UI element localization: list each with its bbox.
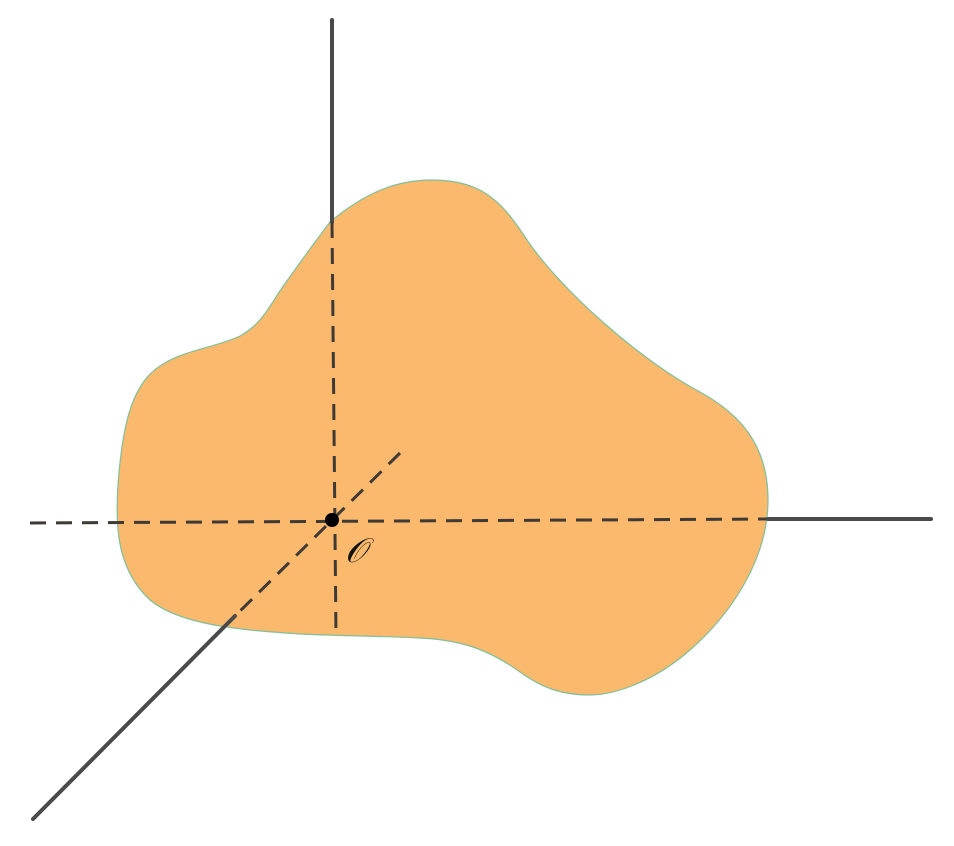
vertical-axis-dashed: [330, 221, 338, 637]
diagonal-axis-dashed: [233, 451, 402, 618]
body-region: [116, 179, 769, 696]
diagonal-axis-solid: [31, 614, 237, 821]
origin-point: [325, 513, 339, 527]
horizontal-axis-dashed: [29, 517, 769, 525]
